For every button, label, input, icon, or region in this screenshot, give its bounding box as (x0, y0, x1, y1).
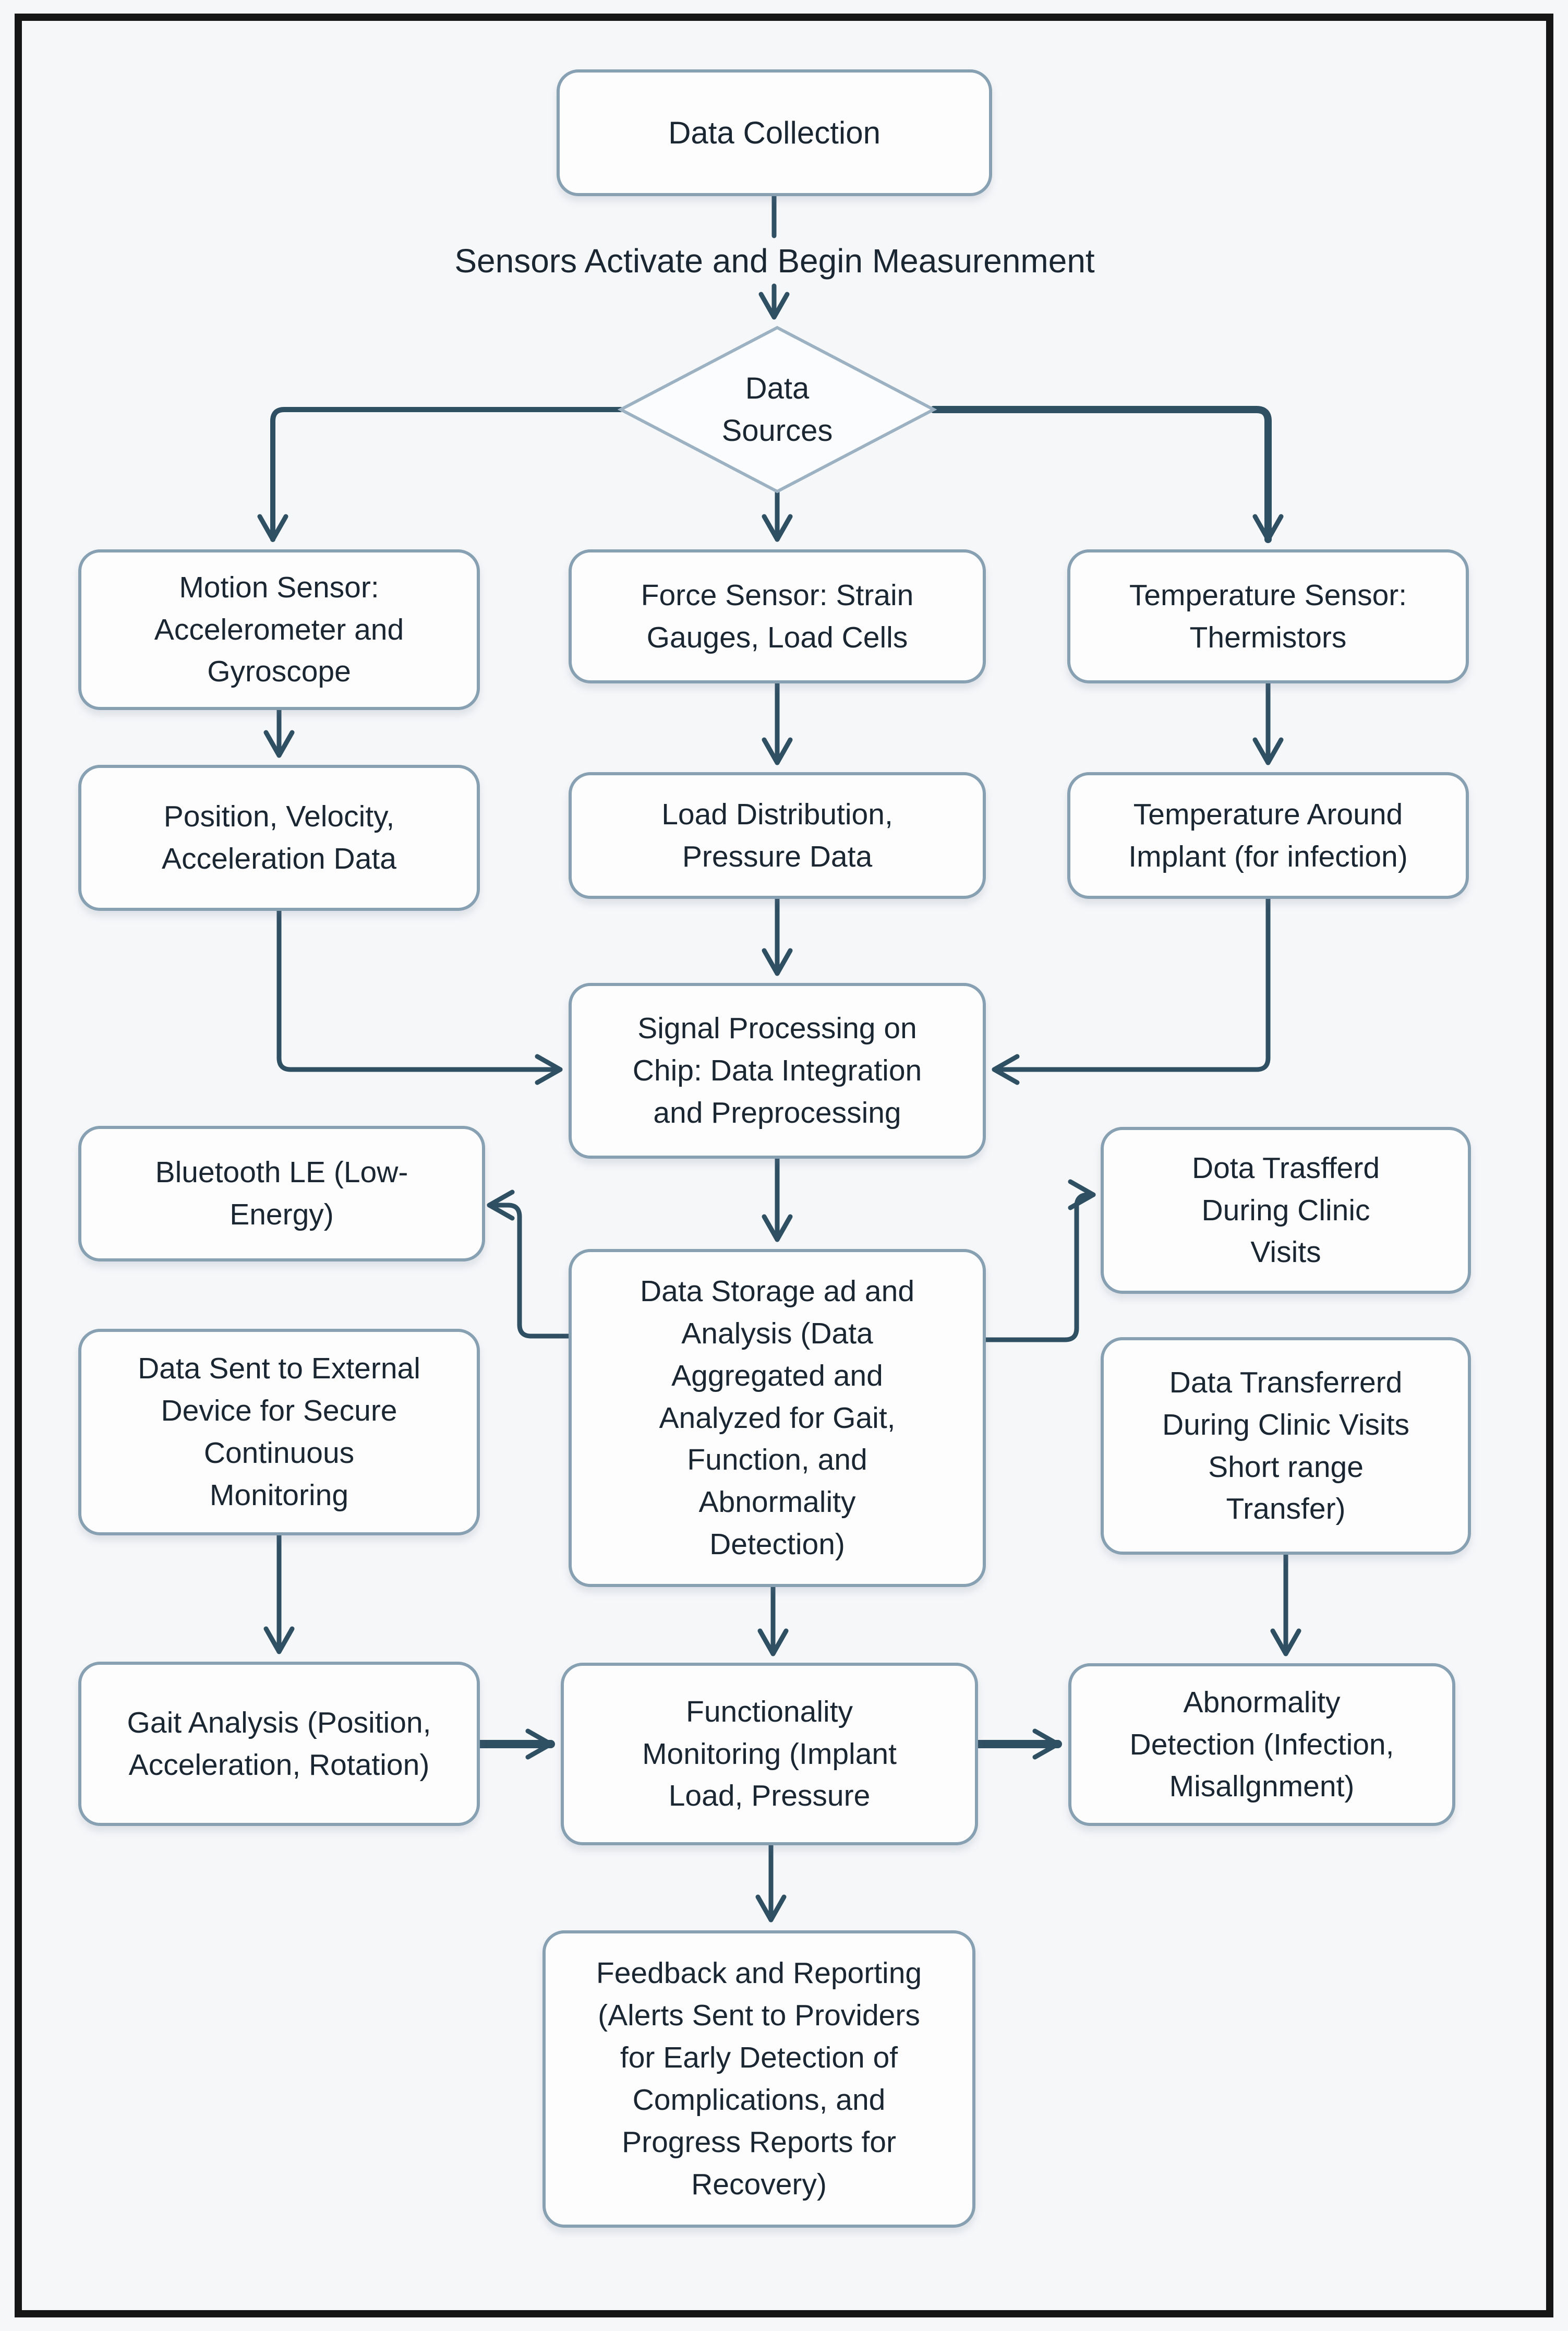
node-signal-processing-label: Signal Processing on Chip: Data Integrat… (632, 1012, 922, 1130)
node-abnormality-detection: Abnormality Detection (Infection, Misall… (1068, 1663, 1455, 1826)
node-data-transferred-short-label: Data Transferrerd During Clinic Visits S… (1162, 1365, 1410, 1526)
node-data-sent-external-label: Data Sent to External Device for Secure … (138, 1352, 420, 1512)
connector-position-to-signal (276, 908, 563, 1085)
node-temperature-around: Temperature Around Implant (for infectio… (1067, 772, 1469, 899)
node-data-sources: Data Sources (673, 344, 882, 475)
node-motion-sensor-label: Motion Sensor: Accelerometer and Gyrosco… (154, 570, 404, 689)
node-data-collection: Data Collection (557, 69, 992, 196)
node-abnormality-detection-label: Abnormality Detection (Infection, Misall… (1129, 1685, 1394, 1804)
node-temperature-around-label: Temperature Around Implant (for infectio… (1128, 797, 1408, 873)
node-feedback-reporting: Feedback and Reporting (Alerts Sent to P… (542, 1930, 975, 2228)
node-data-collection-label: Data Collection (668, 115, 881, 150)
label-sensors-activate-text: Sensors Activate and Begin Measurenment (454, 242, 1095, 280)
node-temperature-sensor: Temperature Sensor: Thermistors (1067, 549, 1469, 683)
node-gait-analysis-label: Gait Analysis (Position, Acceleration, R… (127, 1705, 431, 1782)
node-signal-processing: Signal Processing on Chip: Data Integrat… (569, 983, 986, 1159)
node-position-data: Position, Velocity, Acceleration Data (78, 765, 480, 911)
node-force-sensor: Force Sensor: Strain Gauges, Load Cells (569, 549, 986, 683)
node-force-sensor-label: Force Sensor: Strain Gauges, Load Cells (641, 578, 914, 654)
node-feedback-reporting-label: Feedback and Reporting (Alerts Sent to P… (596, 1956, 922, 2201)
connector-diamond-to-motion (257, 407, 623, 542)
decision-diamond-shape (617, 326, 937, 494)
connector-storage-to-clinic (983, 1179, 1096, 1342)
node-data-sent-external: Data Sent to External Device for Secure … (78, 1329, 480, 1535)
node-data-transferred-clinic: Dota Trasfferd During Clinic Visits (1101, 1127, 1471, 1294)
node-gait-analysis: Gait Analysis (Position, Acceleration, R… (78, 1662, 480, 1826)
node-functionality-monitoring: Functionality Monitoring (Implant Load, … (561, 1663, 978, 1845)
node-load-data-label: Load Distribution, Pressure Data (661, 797, 893, 873)
connector-storage-to-bluetooth (487, 1189, 571, 1339)
node-motion-sensor: Motion Sensor: Accelerometer and Gyrosco… (78, 549, 480, 710)
node-data-storage: Data Storage ad and Analysis (Data Aggre… (569, 1249, 986, 1587)
node-functionality-monitoring-label: Functionality Monitoring (Implant Load, … (642, 1695, 897, 1813)
node-data-transferred-clinic-label: Dota Trasfferd During Clinic Visits (1191, 1151, 1380, 1269)
node-bluetooth: Bluetooth LE (Low- Energy) (78, 1126, 485, 1261)
node-position-data-label: Position, Velocity, Acceleration Data (162, 800, 396, 875)
node-data-transferred-short: Data Transferrerd During Clinic Visits S… (1101, 1337, 1471, 1555)
node-data-storage-label: Data Storage ad and Analysis (Data Aggre… (640, 1274, 915, 1561)
node-temperature-sensor-label: Temperature Sensor: Thermistors (1129, 578, 1407, 654)
connector-around-to-signal (992, 896, 1271, 1085)
connector-diamond-to-temperature (930, 406, 1284, 543)
node-load-data: Load Distribution, Pressure Data (569, 772, 986, 899)
node-bluetooth-label: Bluetooth LE (Low- Energy) (155, 1156, 408, 1231)
label-sensors-activate: Sensors Activate and Begin Measurenment (409, 232, 1140, 290)
node-data-sources-label: Data Sources (721, 371, 833, 448)
